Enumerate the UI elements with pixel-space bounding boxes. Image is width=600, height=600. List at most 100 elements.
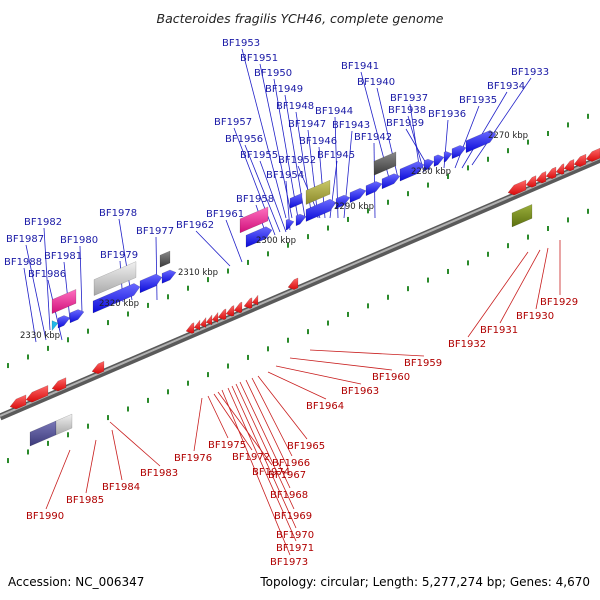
forward-gene — [295, 213, 307, 227]
gene-label-reverse: BF1930 — [516, 311, 554, 322]
gene-label-forward: BF1951 — [240, 53, 278, 64]
feature-block — [239, 206, 269, 234]
feature-block — [51, 288, 77, 315]
label-leader — [227, 387, 297, 542]
gene-label-forward: BF1986 — [28, 269, 66, 280]
gene-label-forward: BF1981 — [44, 251, 82, 262]
label-leader — [267, 371, 327, 400]
label-leader — [273, 78, 299, 219]
reverse-gene — [525, 175, 537, 188]
gene-label-reverse: BF1974 — [252, 467, 290, 478]
gene-label-forward: BF1940 — [357, 77, 395, 88]
gene-label-reverse: BF1968 — [270, 490, 308, 501]
label-leader — [213, 393, 253, 451]
label-leader — [467, 251, 529, 338]
gene-label-reverse: BF1932 — [448, 339, 486, 350]
label-leader — [217, 391, 273, 466]
gene-label-forward: BF1978 — [99, 208, 137, 219]
gene-label-forward: BF1954 — [266, 170, 304, 181]
kbp-label: 2270 kbp — [488, 131, 528, 141]
label-leader — [239, 381, 291, 489]
gene-label-reverse: BF1970 — [276, 530, 314, 541]
reverse-gene — [185, 322, 195, 334]
kbp-label: 2320 kbp — [99, 299, 139, 309]
reverse-gene — [199, 316, 207, 328]
gene-label-reverse: BF1959 — [404, 358, 442, 369]
gene-label-reverse: BF1929 — [540, 297, 578, 308]
gene-label-forward: BF1947 — [288, 119, 326, 130]
label-leader — [407, 115, 425, 173]
gene-label-forward: BF1979 — [100, 250, 138, 261]
label-leader — [259, 160, 287, 233]
kbp-labels: 2270 kbp 2280 kbp 2290 kbp 2300 kbp 2310… — [20, 131, 528, 341]
reverse-gene — [233, 301, 243, 314]
reverse-gene — [91, 360, 105, 375]
gene-label-forward: BF1988 — [4, 257, 42, 268]
label-leader — [257, 375, 308, 440]
gene-label-reverse: BF1985 — [66, 495, 104, 506]
label-leader — [195, 230, 231, 267]
gene-label-forward: BF1946 — [299, 136, 337, 147]
forward-gene — [51, 320, 59, 332]
reverse-gene — [585, 147, 600, 162]
reverse-gene — [217, 308, 227, 321]
label-leader-lines — [23, 48, 561, 556]
label-leader — [23, 267, 37, 343]
gene-label-forward: BF1958 — [236, 194, 274, 205]
label-leader — [244, 144, 281, 233]
reverse-gene — [193, 319, 201, 331]
feature-block — [373, 151, 397, 176]
gene-label-forward: BF1987 — [6, 234, 44, 245]
forward-gene — [365, 181, 383, 197]
reverse-gene — [251, 294, 259, 306]
kbp-label: 2310 kbp — [178, 268, 218, 278]
label-leader — [231, 385, 297, 529]
forward-gene — [451, 145, 467, 160]
forward-gene — [69, 309, 85, 324]
gene-label-forward: BF1962 — [176, 220, 214, 231]
gene-label-forward: BF1934 — [487, 81, 525, 92]
forward-gene — [335, 194, 351, 209]
reverse-gene — [563, 158, 575, 172]
gene-label-reverse: BF1966 — [272, 458, 310, 469]
gene-label-forward: BF1949 — [265, 84, 303, 95]
forward-gene — [57, 315, 71, 329]
gene-label-forward: BF1941 — [341, 61, 379, 72]
gene-label-reverse: BF1983 — [140, 468, 178, 479]
forward-gene — [245, 226, 273, 248]
label-leader — [245, 379, 289, 469]
label-leader — [221, 389, 291, 556]
gene-label-forward: BF1936 — [428, 109, 466, 120]
gene-label-reverse: BF1990 — [26, 511, 64, 522]
feature-block — [511, 203, 533, 228]
label-leader — [373, 142, 376, 219]
gene-label-forward: BF1982 — [24, 217, 62, 228]
gene-label-forward: BF1953 — [222, 38, 260, 49]
label-leader — [111, 429, 123, 481]
tick-marks — [7, 113, 589, 464]
label-leader — [25, 244, 47, 341]
label-leader — [499, 249, 541, 324]
accession-text: Accession: NC_006347 — [8, 575, 144, 589]
gene-label-reverse: BF1972 — [232, 452, 270, 463]
gene-label-reverse: BF1969 — [274, 511, 312, 522]
label-leader — [207, 395, 229, 439]
gene-label-reverse: BF1975 — [208, 440, 246, 451]
gene-label-forward: BF1957 — [214, 117, 252, 128]
label-leader — [241, 48, 287, 219]
gene-label-forward: BF1935 — [459, 95, 497, 106]
gene-label-reverse: BF1967 — [268, 470, 306, 481]
label-leader — [233, 127, 276, 236]
gene-label-forward: BF1950 — [254, 68, 292, 79]
gene-label-reverse: BF1964 — [306, 401, 344, 412]
gene-label-forward: BF1956 — [225, 134, 263, 145]
gene-label-forward: BF1937 — [390, 93, 428, 104]
gene-label-reverse: BF1971 — [276, 543, 314, 554]
reverse-gene — [535, 170, 547, 184]
reverse-gene — [211, 311, 219, 323]
label-leader — [155, 236, 158, 301]
forward-gene — [139, 273, 163, 294]
reverse-gene — [205, 314, 213, 326]
label-leader — [225, 219, 243, 263]
gene-label-reverse: BF1973 — [270, 557, 308, 568]
